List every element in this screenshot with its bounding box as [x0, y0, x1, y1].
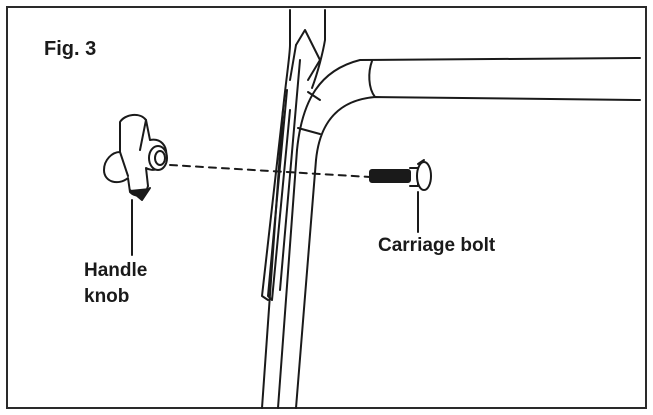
- carriage-bolt: [369, 159, 432, 191]
- handle-knob-label-line1: Handle: [84, 260, 148, 281]
- handle-knob-label: Handle knob: [84, 258, 147, 310]
- figure-frame: [6, 6, 647, 409]
- carriage-bolt-label: Carriage bolt: [378, 235, 496, 256]
- handle-knob: [103, 114, 168, 201]
- handle-knob-label-line2: knob: [84, 286, 130, 307]
- frame-tube: [261, 9, 641, 409]
- slotted-rail: [261, 29, 321, 301]
- alignment-line: [169, 164, 371, 178]
- figure-title: Fig. 3: [44, 38, 97, 60]
